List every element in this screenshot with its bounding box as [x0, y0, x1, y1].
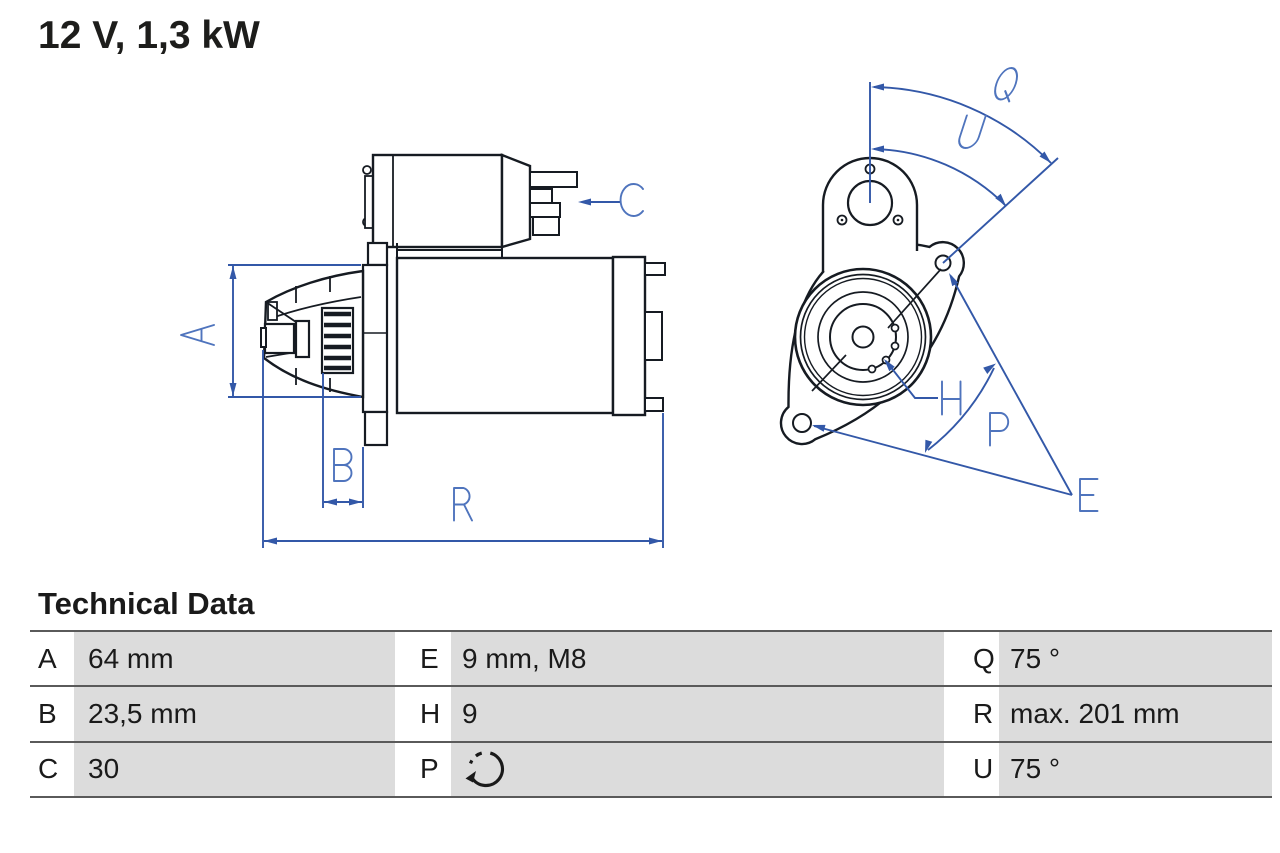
param-key: R — [944, 685, 999, 741]
dimension-labels — [180, 67, 1099, 522]
param-key: Q — [944, 630, 999, 686]
dimension-p — [925, 363, 996, 453]
rotation-ccw-icon — [465, 751, 505, 788]
dim-label-b — [333, 448, 353, 482]
dim-label-c — [619, 183, 644, 217]
param-value: 75 ° — [999, 740, 1272, 796]
param-value: max. 201 mm — [999, 685, 1272, 741]
dimension-a — [228, 264, 361, 398]
table-heading: Technical Data — [38, 586, 255, 621]
dim-label-h — [941, 380, 962, 416]
param-key: P — [395, 740, 451, 796]
dimension-u — [871, 145, 1059, 264]
param-value: 9 mm, M8 — [451, 630, 944, 686]
param-key: B — [30, 685, 74, 741]
spec-title: 12 V, 1,3 kW — [38, 14, 260, 57]
param-value: 64 mm — [74, 630, 395, 686]
dim-label-q — [994, 67, 1018, 103]
dimension-b — [322, 373, 364, 508]
pinion-gear — [260, 301, 355, 375]
dim-label-r — [453, 487, 473, 522]
param-key: C — [30, 740, 74, 796]
param-key: H — [395, 685, 451, 741]
dimension-h — [884, 359, 938, 399]
param-value: 75 ° — [999, 630, 1272, 686]
param-key: U — [944, 740, 999, 796]
param-value: 9 — [451, 685, 944, 741]
param-value — [451, 740, 944, 796]
gear-rings — [793, 267, 942, 407]
param-value: 30 — [74, 740, 395, 796]
param-key: E — [395, 630, 451, 686]
side-view — [228, 153, 666, 548]
solenoid — [362, 153, 578, 249]
dim-label-p — [989, 412, 1010, 447]
dim-label-e — [1079, 478, 1099, 512]
dimension-q — [869, 82, 1052, 203]
front-view — [779, 82, 1073, 496]
top-bracket — [821, 156, 919, 272]
param-key: A — [30, 630, 74, 686]
dimension-r — [262, 350, 664, 548]
motor-body — [395, 247, 666, 417]
dim-label-a — [180, 324, 215, 346]
dimension-e — [812, 273, 1073, 496]
dim-label-u — [958, 114, 987, 149]
dimension-c — [578, 198, 621, 206]
technical-data-table: A 64 mm E 9 mm, M8 Q 75 ° B 23,5 mm H 9 … — [30, 630, 1272, 798]
mounting-flange — [361, 241, 398, 447]
param-value: 23,5 mm — [74, 685, 395, 741]
